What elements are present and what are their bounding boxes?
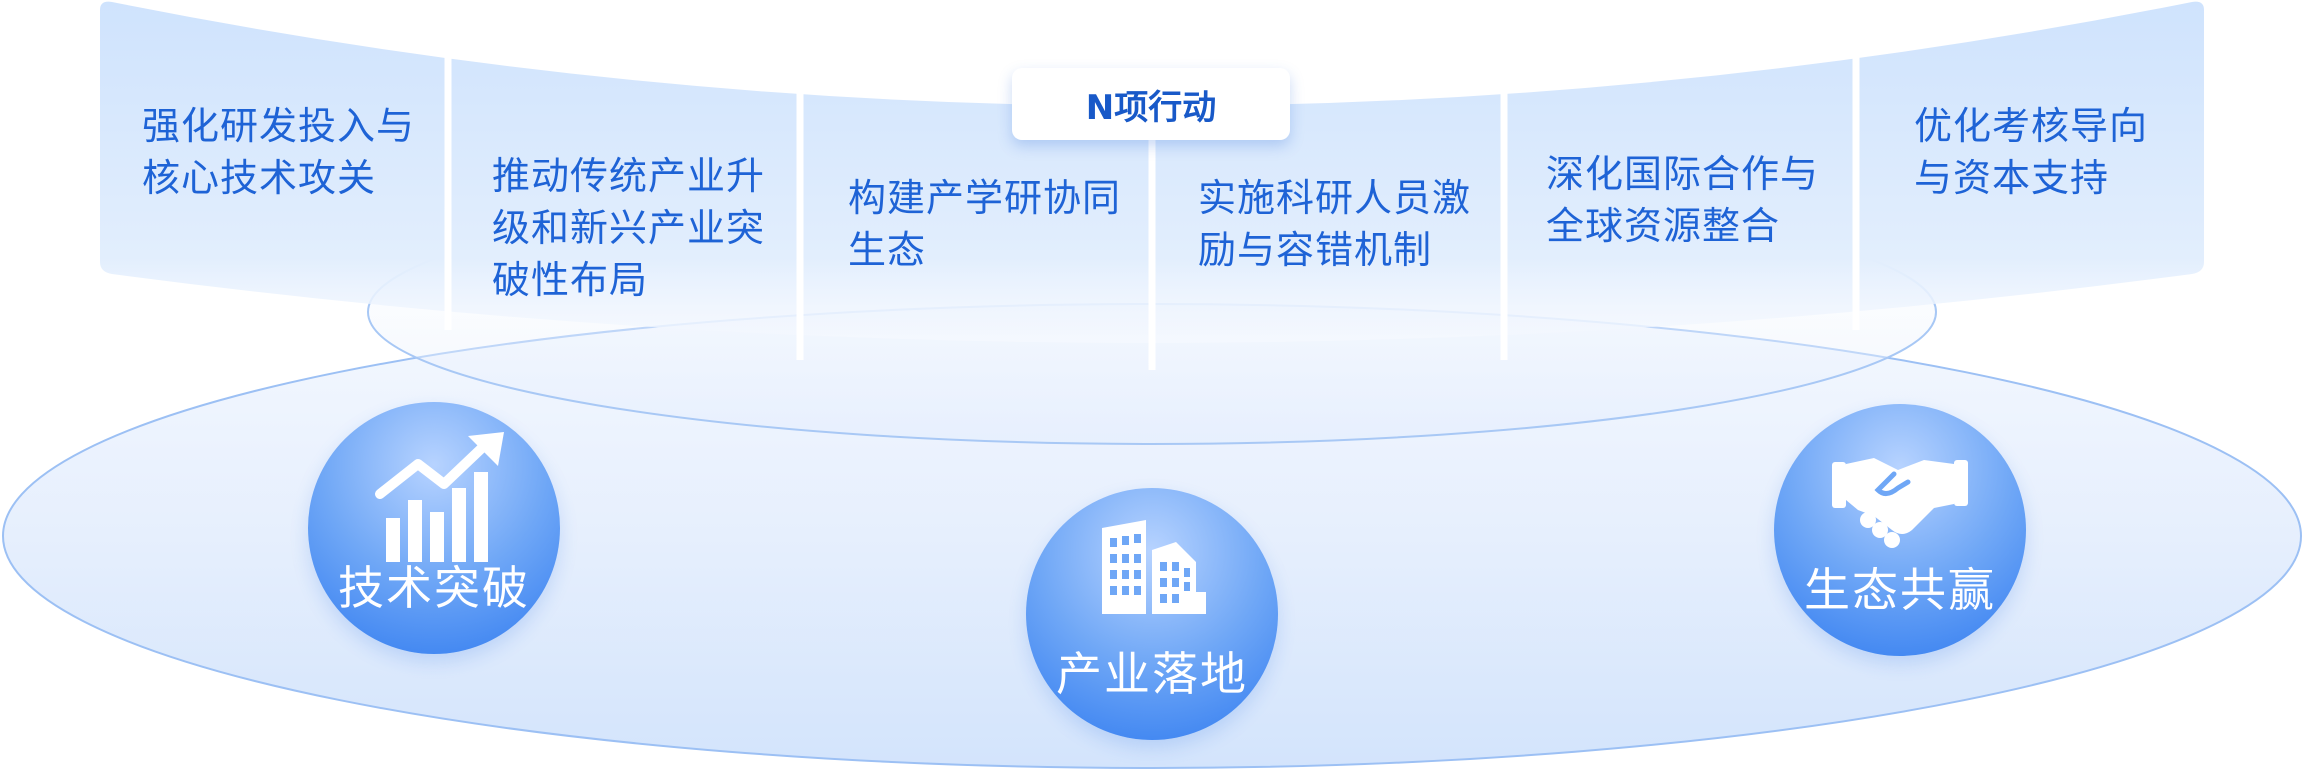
action-3: 构建产学研协同 生态 [848,172,1121,276]
action-6-line-1: 优化考核导向 [1914,104,2149,148]
pillar-industry-landing: 产业落地 [1026,488,1278,740]
title-tab: N项行动 [1012,68,1290,140]
pillar-1-label: 技术突破 [338,561,530,615]
action-4: 实施科研人员激 励与容错机制 [1198,172,1471,276]
action-3-line-1: 构建产学研协同 [848,176,1122,220]
action-4-line-2: 励与容错机制 [1198,228,1433,272]
action-5-line-2: 全球资源整合 [1546,204,1781,248]
action-3-line-2: 生态 [848,228,927,272]
action-2-line-1: 推动传统产业升 [492,154,766,198]
action-2: 推动传统产业升 级和新兴产业突 破性布局 [492,150,765,306]
action-4-line-1: 实施科研人员激 [1198,176,1472,220]
action-1: 强化研发投入与 核心技术攻关 [142,100,415,204]
pillar-ecosystem-win: 生态共赢 [1774,404,2026,656]
action-6: 优化考核导向 与资本支持 [1914,100,2148,204]
action-2-line-2: 级和新兴产业突 [492,206,766,250]
buildings-icon [1102,520,1206,614]
pillar-2-label: 产业落地 [1056,647,1248,701]
action-5: 深化国际合作与 全球资源整合 [1546,148,1819,252]
action-1-line-2: 核心技术攻关 [142,156,377,200]
pillar-tech-breakthrough: 技术突破 [308,402,560,654]
action-5-line-1: 深化国际合作与 [1546,152,1820,196]
diagram-title: N项行动 [1085,87,1217,128]
pillar-3-label: 生态共赢 [1804,563,1996,617]
growth-chart-icon [375,432,504,562]
action-6-line-2: 与资本支持 [1914,156,2110,200]
action-1-line-1: 强化研发投入与 [142,104,416,148]
handshake-icon [1832,458,1968,548]
action-2-line-3: 破性布局 [492,258,649,302]
